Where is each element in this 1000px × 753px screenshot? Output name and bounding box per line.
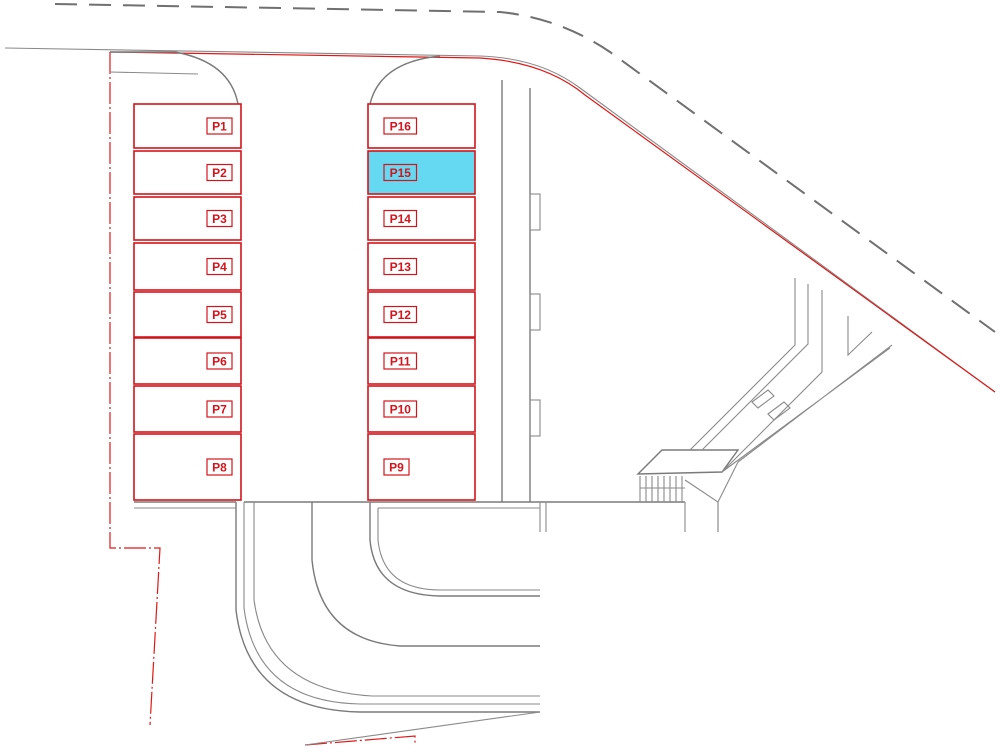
driveway-inner — [311, 502, 540, 647]
slot-label: P6 — [212, 355, 227, 369]
slot-label: P12 — [390, 308, 412, 322]
diag-lines — [684, 278, 893, 532]
slot-label: P14 — [390, 212, 412, 226]
slot-rect-p13[interactable] — [367, 242, 476, 291]
slot-label: P15 — [390, 166, 412, 180]
ramp-right — [369, 55, 441, 105]
parking-slot-p16[interactable]: P16 — [367, 103, 476, 149]
pillar-1 — [529, 193, 541, 231]
pillar-3 — [529, 399, 541, 437]
parking-slot-p10[interactable]: P10 — [367, 385, 476, 433]
property-boundary-bottom — [304, 735, 416, 746]
slot-label-box — [383, 400, 418, 418]
slot-rect-p15[interactable] — [367, 150, 476, 195]
diag-ramp — [636, 449, 740, 475]
slot-label-box — [383, 257, 418, 276]
parking-slot-p7[interactable]: P7 — [133, 385, 242, 433]
driveway-outer — [235, 502, 540, 713]
ramp-left — [110, 51, 239, 105]
slot-label-box — [383, 305, 418, 324]
slot-label: P1 — [212, 120, 227, 134]
road-edge-top — [4, 47, 996, 393]
slot-label: P10 — [390, 403, 412, 417]
slot-rect-p5[interactable] — [133, 291, 242, 338]
parking-slot-p1[interactable]: P1 — [133, 103, 242, 149]
slot-rect-p2[interactable] — [133, 150, 242, 195]
slot-label-box — [206, 352, 233, 370]
property-boundary — [109, 51, 996, 393]
slot-label-box — [206, 209, 233, 228]
slot-rect-p4[interactable] — [133, 242, 242, 291]
driveway-core — [369, 502, 540, 597]
property-boundary-left — [109, 52, 161, 726]
parking-slot-p14[interactable]: P14 — [367, 196, 476, 241]
parking-slot-p5[interactable]: P5 — [133, 291, 242, 338]
parking-slot-p12[interactable]: P12 — [367, 291, 476, 338]
slot-rect-p14[interactable] — [367, 196, 476, 241]
ramp-left-inner — [109, 71, 199, 75]
slot-rect-p7[interactable] — [133, 385, 242, 433]
slot-label: P4 — [212, 260, 227, 274]
small-blocks — [751, 389, 791, 421]
road-edge-dashed — [54, 3, 996, 333]
driveway-tip — [304, 711, 541, 746]
parking-slot-p13[interactable]: P13 — [367, 242, 476, 291]
parking-slot-p6[interactable]: P6 — [133, 337, 242, 385]
driveway-mid — [253, 502, 540, 697]
slot-label-box — [206, 117, 233, 135]
parking-slot-p8[interactable]: P8 — [133, 433, 242, 501]
slot-label: P9 — [389, 461, 404, 475]
slot-label-box — [206, 400, 233, 418]
slot-label: P5 — [212, 308, 227, 322]
slot-label-box — [206, 257, 233, 276]
slot-label: P7 — [212, 403, 227, 417]
slot-label: P16 — [390, 120, 412, 134]
slot-rect-p11[interactable] — [367, 337, 476, 385]
slot-rect-p10[interactable] — [367, 385, 476, 433]
base-posts — [539, 502, 719, 532]
slot-label-box — [383, 163, 418, 182]
slot-label: P8 — [212, 461, 227, 475]
slot-label: P3 — [212, 212, 227, 226]
stair-treads — [639, 476, 685, 502]
parking-slot-p2[interactable]: P2 — [133, 150, 242, 195]
parking-slot-p11[interactable]: P11 — [367, 337, 476, 385]
slot-rect-p6[interactable] — [133, 337, 242, 385]
slot-rect-p9[interactable] — [367, 433, 476, 501]
parking-slot-p15[interactable]: P15 — [367, 150, 476, 195]
parking-slot-p4[interactable]: P4 — [133, 242, 242, 291]
slot-label-box — [206, 163, 233, 182]
parking-slot-p9[interactable]: P9 — [367, 433, 476, 501]
slot-label-box — [206, 458, 233, 476]
driveway-outer-2 — [243, 502, 540, 705]
slot-rect-p3[interactable] — [133, 196, 242, 241]
slot-label-box — [383, 209, 418, 228]
slot-label-box — [383, 117, 418, 135]
slot-label: P11 — [390, 355, 411, 369]
driveway-core-2 — [377, 507, 540, 591]
slot-rect-p12[interactable] — [367, 291, 476, 338]
slot-label: P2 — [212, 166, 227, 180]
slot-label-box — [206, 305, 233, 324]
slot-label-box — [383, 352, 418, 370]
slot-label: P13 — [390, 260, 412, 274]
pillar-2 — [529, 293, 541, 331]
slot-rect-p1[interactable] — [133, 103, 242, 149]
slot-rect-p8[interactable] — [133, 433, 242, 501]
slot-rect-p16[interactable] — [367, 103, 476, 149]
slot-label-box — [383, 458, 410, 476]
parking-slot-p3[interactable]: P3 — [133, 196, 242, 241]
